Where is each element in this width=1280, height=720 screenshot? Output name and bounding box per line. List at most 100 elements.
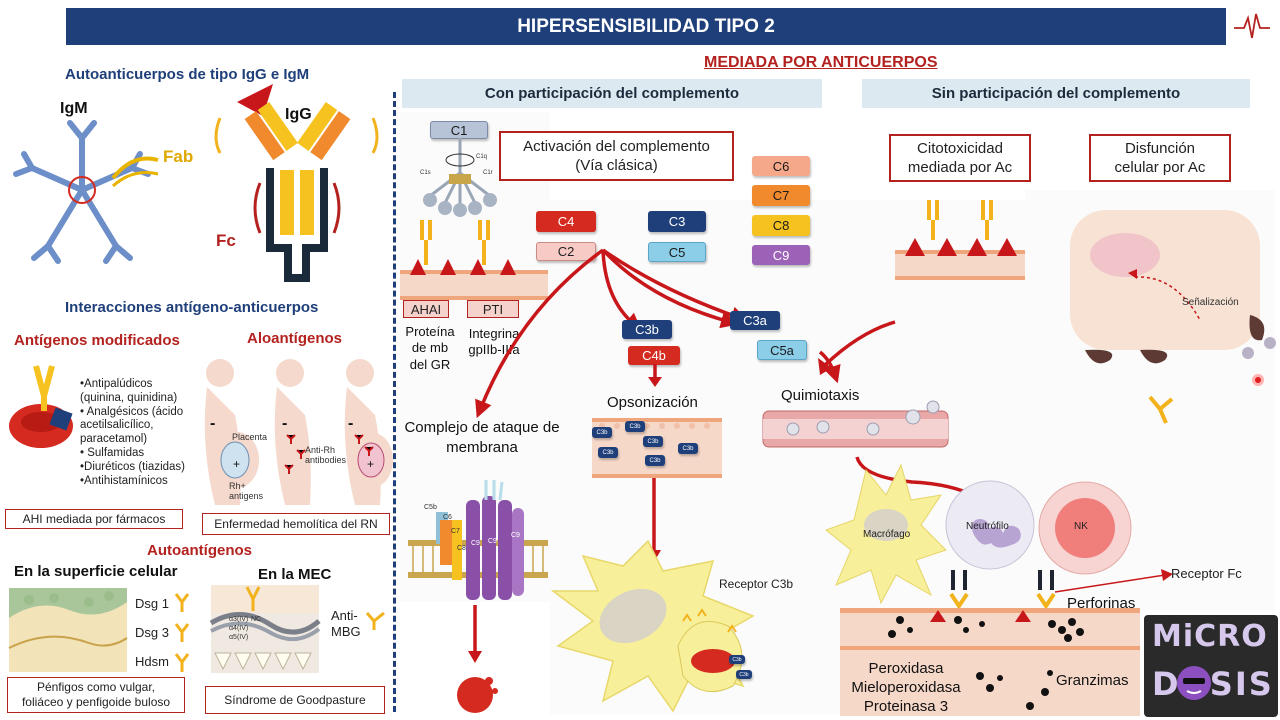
neutrophil-illustration (945, 480, 1035, 570)
macrophage-illustration (824, 463, 947, 605)
free-antibody-icon (1148, 395, 1174, 424)
proteina-mb-label: Proteína de mb del GR (405, 324, 455, 372)
mec-illustration (209, 585, 321, 673)
c1r-label: C1r (483, 170, 493, 176)
brand-line1: MiCRO (1152, 619, 1268, 654)
receptor-c3b-label: Receptor C3b (719, 577, 794, 591)
drug-bound-rbc-icon (9, 365, 73, 448)
c7-pill: C7 (752, 185, 810, 206)
fc-receptor-arrows (949, 569, 1173, 610)
placenta-label: Placenta (232, 432, 268, 442)
complejo-ataque-label: Complejo de ataque de membrana (404, 419, 560, 456)
c5a-pill: C5a (757, 340, 807, 360)
aloantigenos-heading: Aloantígenos (247, 330, 343, 347)
igg-label: IgG (285, 106, 312, 123)
perforinas-label: Perforinas (1067, 595, 1136, 612)
opsonin-c3b-2: C3b (625, 421, 645, 432)
citotoxicidad-box: Citotoxicidad mediada por Ac (889, 134, 1031, 182)
mediada-heading: MEDIADA POR ANTICUERPOS (704, 54, 938, 71)
mac-c7-label: C7 (451, 528, 460, 535)
igm-label: IgM (60, 100, 88, 117)
citotoxicidad-membrane (895, 200, 1025, 280)
dysfunction-cell-illustration (1070, 210, 1276, 364)
mac-c9-label-3: C9 (511, 532, 520, 539)
nk-label: NK (1074, 521, 1088, 532)
disfuncion-box: Disfunción celular por Ac (1089, 134, 1231, 182)
rh-antigens-label: Rh+ antigens (229, 481, 264, 501)
c4-pill: C4 (536, 211, 596, 232)
goodpasture-caption: Síndrome de Goodpasture (205, 686, 385, 714)
receptor-fc-label: Receptor Fc (1171, 566, 1242, 581)
opsonin-c3b-6: C3b (645, 455, 665, 466)
brand-line2: DOSIS (1152, 665, 1274, 703)
microdosis-logo: MiCRO DOSIS (1144, 615, 1278, 717)
mac-c5b-label: C5b (424, 504, 437, 511)
antigenos-modificados-heading: Antígenos modificados (14, 332, 180, 349)
fc-label: Fc (216, 231, 236, 250)
c6-pill: C6 (752, 156, 810, 176)
penfigos-caption: Pénfigos como vulgar, foliáceo y penfigo… (7, 677, 185, 713)
mec-chains: α3(IV)α4(IV)α5(IV) (229, 616, 249, 641)
ahi-farmacos-caption: AHI mediada por fármacos (5, 509, 183, 529)
opsonin-c3b-5: C3b (598, 447, 618, 458)
pti-tag: PTI (467, 300, 519, 318)
fab-bracket-icon (111, 156, 159, 188)
mac-c8-label: C8 (457, 545, 466, 552)
enfermedad-rn-caption: Enfermedad hemolítica del RN (202, 513, 390, 535)
c2-pill: C2 (536, 242, 596, 261)
mac-pore-illustration (408, 480, 548, 600)
granzimas-label: Granzimas (1056, 672, 1129, 689)
hdsm-label: Hdsm (135, 654, 169, 669)
anti-mbg-label: Anti- MBG (331, 608, 361, 640)
quimiotaxis-label: Quimiotaxis (781, 387, 860, 404)
mec-heading: En la MEC (258, 566, 332, 583)
c8-pill: C8 (752, 215, 810, 236)
mascot-icon (1177, 666, 1211, 700)
mac-c6-label: C6 (443, 514, 452, 521)
interacciones-heading: Interacciones antígeno-anticuerpos (65, 299, 319, 316)
igm-pentamer-icon (13, 120, 151, 264)
activacion-complemento-box: Activación del complemento (Vía clásica) (499, 131, 734, 181)
svg-text:+: + (233, 457, 240, 471)
neutrofilo-label: Neutrófilo (966, 521, 1009, 532)
signal-dot-icon (1252, 374, 1264, 386)
macrophage-phagocytosis (550, 539, 755, 713)
macrofago-label: Macrófago (863, 529, 911, 540)
c4b-pill: C4b (628, 346, 680, 365)
arrow-to-opsonizacion (648, 364, 662, 387)
dsg3-label: Dsg 3 (135, 625, 169, 640)
arrow-to-quimiotaxis (818, 320, 896, 375)
igg-structure-icon (214, 101, 379, 282)
sin-complemento-header: Sin participación del complemento (862, 79, 1250, 108)
svg-text:+: + (367, 457, 374, 471)
opsonin-c3b-3: C3b (643, 436, 663, 447)
opsonizacion-label: Opsonización (607, 394, 698, 411)
anti-rh-label: Anti-Rh antibodies (305, 445, 347, 465)
target-cell-membrane (840, 608, 1140, 716)
nk-cell-illustration (1038, 481, 1132, 575)
autoanticuerpos-heading: Autoanticuerpos de tipo IgG e IgM (65, 66, 310, 83)
phago-c3b-1: C3b (729, 655, 745, 664)
svg-text:-: - (282, 415, 287, 432)
mec-nc-label: NC (251, 616, 262, 623)
opsonin-c3b-4: C3b (678, 443, 698, 454)
autoantigenos-heading: Autoantígenos (147, 542, 252, 559)
con-complemento-header: Con participación del complemento (402, 79, 822, 108)
c1-pill: C1 (430, 121, 488, 139)
c1q-label: C1q (476, 154, 488, 160)
page-title: HIPERSENSIBILIDAD TIPO 2 (66, 8, 1226, 45)
c3-pill: C3 (648, 211, 706, 232)
fab-label: Fab (163, 147, 194, 166)
autoantibody-icons (174, 593, 190, 672)
phago-c3b-2: C3b (736, 670, 752, 679)
c1s-label: C1s (420, 170, 431, 176)
section-divider (393, 92, 396, 712)
svg-text:-: - (348, 415, 353, 432)
senalizacion-label: Señalización (1182, 297, 1239, 308)
epidermis-illustration (8, 588, 128, 672)
c3b-pill: C3b (622, 320, 672, 339)
mac-c9-label-1: C9 (471, 540, 480, 547)
heartbeat-logo-icon (1234, 13, 1270, 39)
c3a-pill: C3a (730, 311, 780, 330)
